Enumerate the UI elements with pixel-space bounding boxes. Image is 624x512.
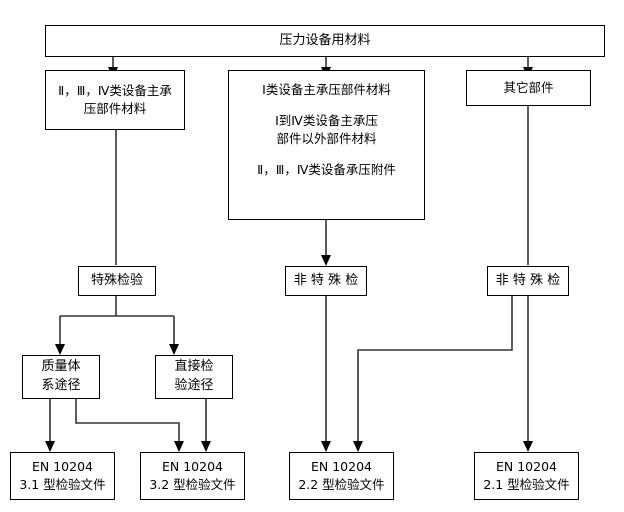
node-category-right-label: 其它部件 xyxy=(503,79,554,95)
connector-special-split xyxy=(59,296,175,346)
node-doc-3-2[interactable]: EN 10204 3.2 型检验文件 xyxy=(140,452,245,500)
node-route-quality-line2: 系途径 xyxy=(41,378,81,393)
node-doc-2-2-line1: EN 10204 xyxy=(311,458,372,474)
node-route-quality-line1: 质量体 xyxy=(41,359,81,375)
node-route-direct-line2: 验途径 xyxy=(174,378,214,393)
arrowhead-doc31 xyxy=(45,441,55,452)
node-doc-3-1[interactable]: EN 10204 3.1 型检验文件 xyxy=(10,452,115,500)
node-doc-2-1-line1: EN 10204 xyxy=(496,458,557,474)
arrowhead-doc32-from-quality xyxy=(174,441,184,452)
node-category-left[interactable]: Ⅱ，Ⅲ，Ⅳ类设备主承 压部件材料 xyxy=(45,70,185,130)
node-category-mid-line1: Ⅰ类设备主承压部件材料 xyxy=(262,82,391,97)
arrowhead-doc22-from-mid xyxy=(321,441,331,452)
node-nonspecial-inspection-right[interactable]: 非 特 殊 检 xyxy=(487,266,569,296)
node-route-direct-line1: 直接检 xyxy=(174,359,214,375)
node-doc-2-2[interactable]: EN 10204 2.2 型检验文件 xyxy=(289,452,394,500)
node-nonspecial-inspection-right-label: 非 特 殊 检 xyxy=(495,272,561,288)
arrowhead-doc21 xyxy=(523,441,533,452)
node-nonspecial-inspection-mid-label: 非 特 殊 检 xyxy=(293,272,359,288)
node-root[interactable]: 压力设备用材料 xyxy=(45,25,605,57)
connector-quality-to-doc32 xyxy=(75,399,180,443)
node-route-direct[interactable]: 直接检 验途径 xyxy=(155,355,233,399)
node-special-inspection[interactable]: 特殊检验 xyxy=(78,266,156,296)
node-category-mid-line4: Ⅱ，Ⅲ，Ⅳ类设备承压附件 xyxy=(257,162,396,178)
node-special-inspection-label: 特殊检验 xyxy=(90,272,143,288)
node-doc-3-1-line1: EN 10204 xyxy=(32,458,93,474)
arrowhead-doc22-from-right xyxy=(353,441,363,452)
node-category-mid[interactable]: Ⅰ类设备主承压部件材料 Ⅰ到Ⅳ类设备主承压 部件以外部件材料 Ⅱ，Ⅲ，Ⅳ类设备承… xyxy=(228,70,425,220)
node-doc-2-2-line2: 2.2 型检验文件 xyxy=(298,477,385,492)
arrowhead-route-quality xyxy=(55,344,65,355)
connector-nonspecial-right-to-doc22 xyxy=(357,296,513,443)
arrowhead-doc32-from-direct xyxy=(201,441,211,452)
node-category-right[interactable]: 其它部件 xyxy=(466,70,591,106)
node-category-mid-line2: Ⅰ到Ⅳ类设备主承压 xyxy=(275,113,378,129)
node-doc-2-1-line2: 2.1 型检验文件 xyxy=(483,477,570,492)
arrowhead-route-direct xyxy=(169,344,179,355)
node-nonspecial-inspection-mid[interactable]: 非 特 殊 检 xyxy=(285,266,367,296)
node-root-label: 压力设备用材料 xyxy=(279,32,371,48)
node-doc-3-2-line1: EN 10204 xyxy=(162,458,223,474)
node-category-left-line1: Ⅱ，Ⅲ，Ⅳ类设备主承 xyxy=(58,82,172,98)
arrowhead-nonspecial-mid xyxy=(321,255,331,266)
node-category-left-line2: 压部件材料 xyxy=(83,101,147,116)
node-category-mid-line3: 部件以外部件材料 xyxy=(276,131,377,147)
node-doc-2-1[interactable]: EN 10204 2.1 型检验文件 xyxy=(474,452,579,500)
node-doc-3-2-line2: 3.2 型检验文件 xyxy=(149,477,236,492)
node-route-quality[interactable]: 质量体 系途径 xyxy=(22,355,100,399)
node-doc-3-1-line2: 3.1 型检验文件 xyxy=(19,477,106,492)
